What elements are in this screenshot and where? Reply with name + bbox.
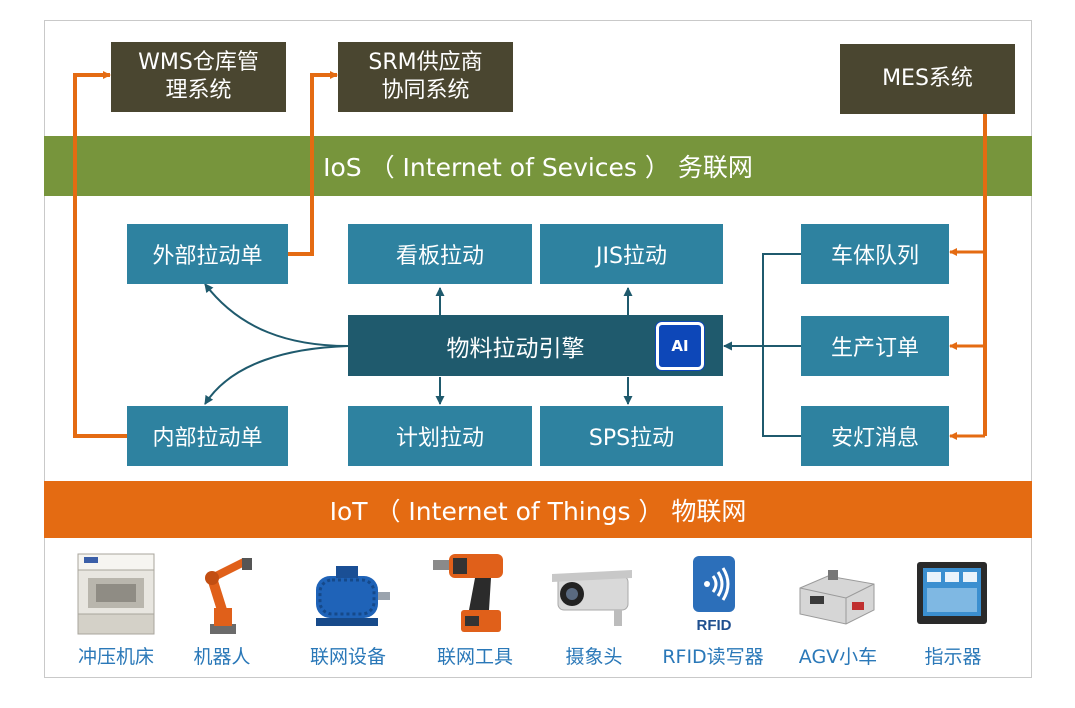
rfid-icon-text: RFID (697, 617, 732, 634)
device-indicator: 指示器 (903, 548, 1003, 672)
production-order-node: 生产订单 (801, 316, 949, 376)
device-rfid: RFID RFID读写器 (662, 548, 764, 672)
sps-pull-node: SPS拉动 (540, 406, 723, 466)
device-label: RFID读写器 (662, 646, 764, 668)
device-label: AGV小车 (798, 646, 878, 668)
andon-message-node: 安灯消息 (801, 406, 949, 466)
engine-label: 物料拉动引擎 (446, 335, 585, 362)
car-queue-node: 车体队列 (801, 224, 949, 284)
power-tool-icon (433, 554, 503, 632)
internal-to-wms-line (73, 71, 127, 438)
rfid-reader-icon: RFID (693, 556, 735, 634)
device-label: 机器人 (193, 646, 251, 668)
ai-badge: AI (656, 322, 704, 370)
motor-icon (316, 566, 390, 626)
agv-cart-icon (799, 570, 875, 625)
robot-arm-icon (205, 558, 252, 634)
mes-system-box: MES系统 (840, 44, 1015, 114)
external-pull-node: 外部拉动单 (127, 224, 288, 284)
wms-system-box: WMS仓库管 理系统 (111, 42, 286, 112)
device-camera: 摄象头 (544, 548, 644, 672)
device-tool: 联网工具 (425, 548, 525, 672)
device-agv: AGV小车 (788, 548, 888, 672)
external-to-srm-line (288, 71, 338, 256)
press-machine-icon (77, 553, 155, 635)
jis-pull-node: JIS拉动 (540, 224, 723, 284)
device-motor: 联网设备 (298, 548, 398, 672)
camera-icon (552, 570, 632, 626)
plan-pull-node: 计划拉动 (348, 406, 532, 466)
kanban-pull-node: 看板拉动 (348, 224, 532, 284)
device-label: 联网工具 (436, 646, 513, 668)
ios-band: IoS （ Internet of Sevices ） 务联网 (44, 136, 1032, 196)
device-label: 联网设备 (309, 646, 386, 668)
device-label: 指示器 (924, 646, 982, 668)
device-robot: 机器人 (172, 548, 272, 672)
internal-pull-node: 内部拉动单 (127, 406, 288, 466)
iot-band: IoT （ Internet of Things ） 物联网 (44, 481, 1032, 538)
engine-to-external-curve (204, 283, 349, 347)
srm-system-box: SRM供应商 协同系统 (338, 42, 513, 112)
device-label: 摄象头 (565, 646, 623, 668)
device-press: 冲压机床 (66, 548, 166, 672)
device-label: 冲压机床 (77, 646, 154, 668)
engine-to-internal-curve (204, 345, 349, 405)
display-screen-icon (917, 562, 987, 624)
